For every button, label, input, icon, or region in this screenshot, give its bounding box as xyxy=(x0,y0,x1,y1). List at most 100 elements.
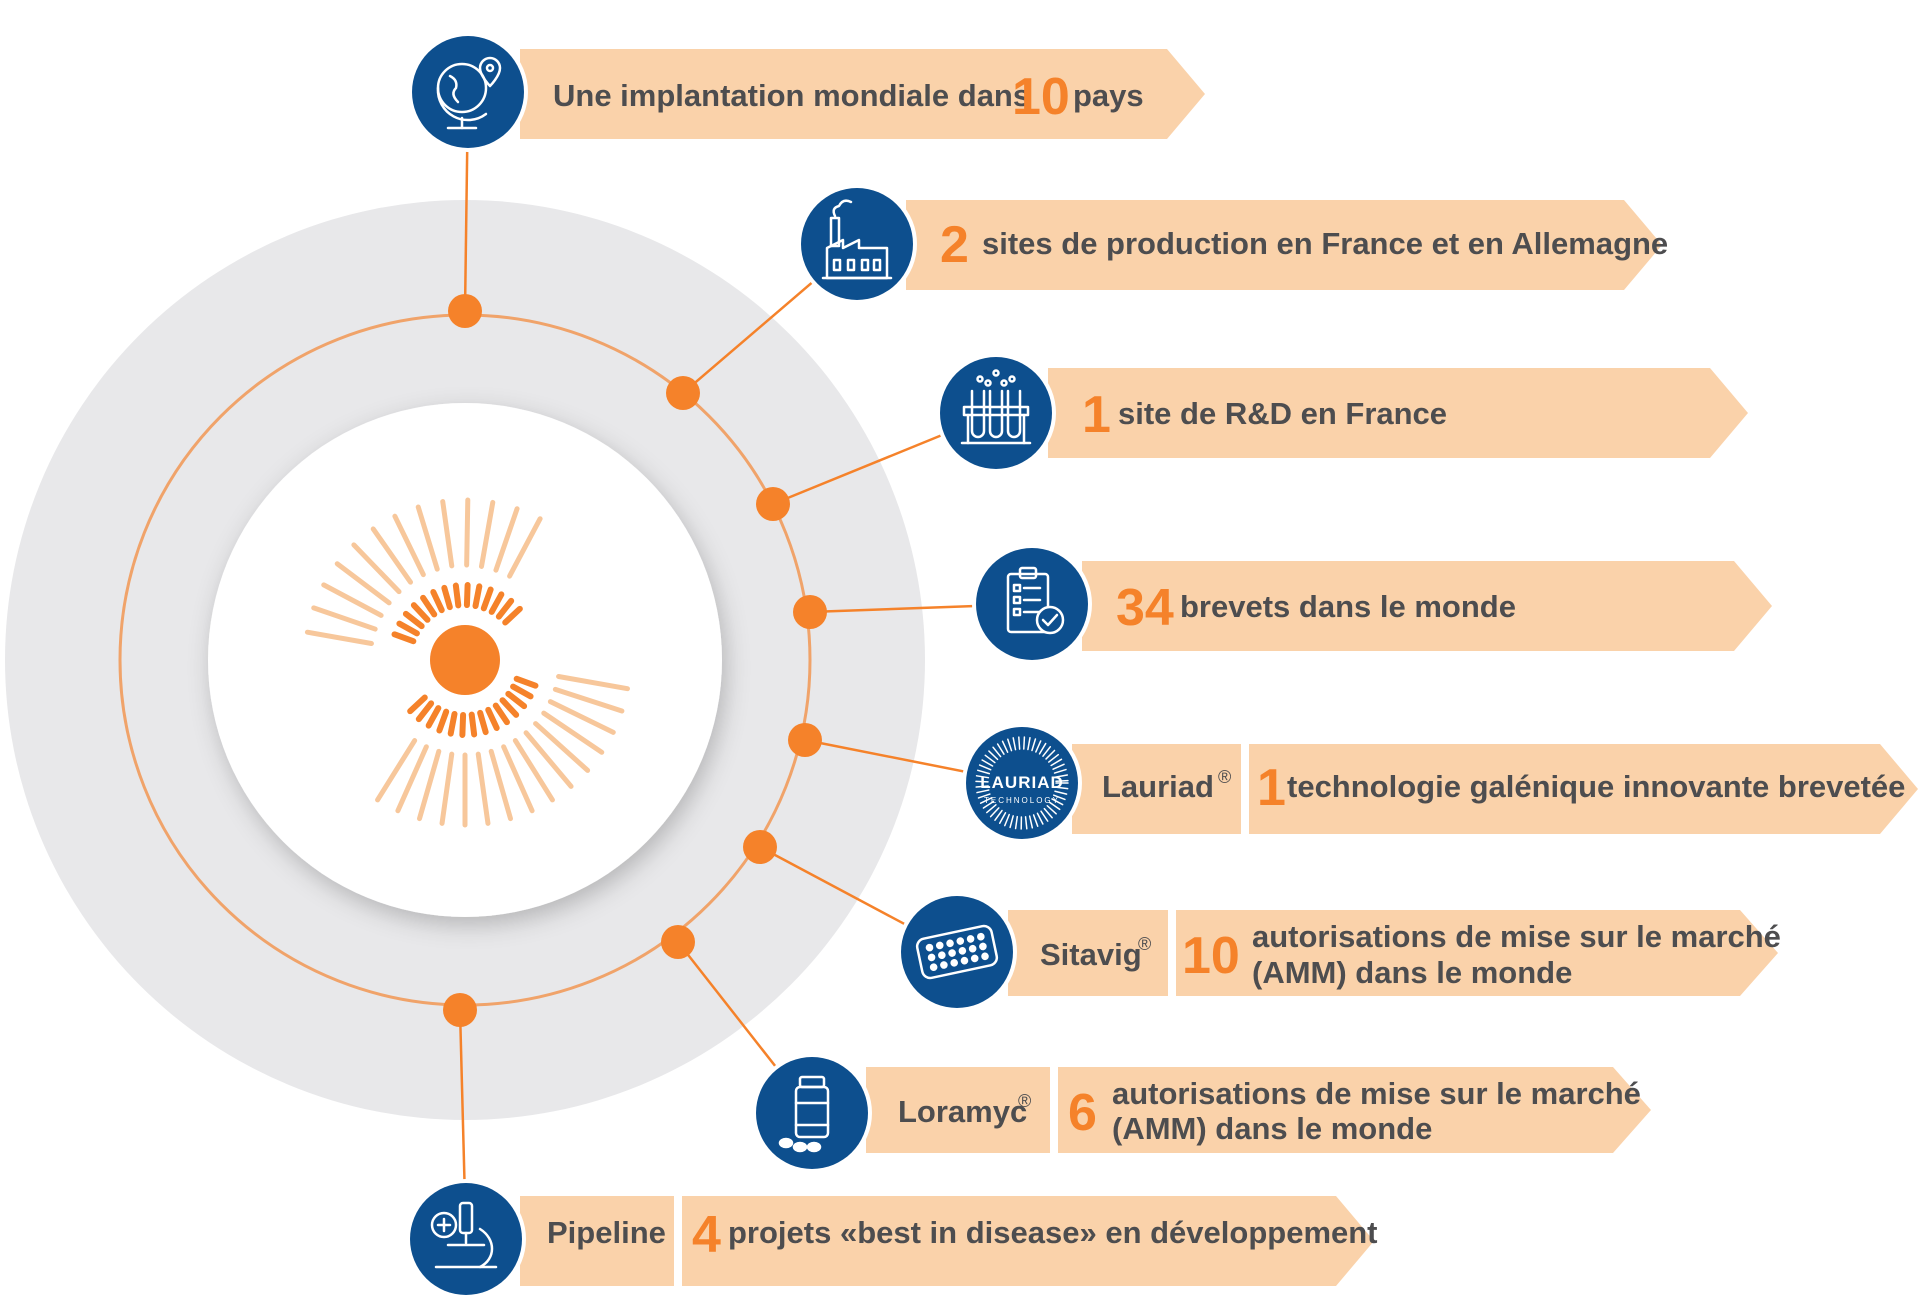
sun-ray xyxy=(436,708,450,734)
item-rnd: 1 site de R&D en France xyxy=(1082,386,1447,444)
item-loramyc: Loramyc ® 6 autorisations de mise sur le… xyxy=(898,1076,1641,1146)
lauriad-reg-mark: ® xyxy=(1218,767,1231,787)
tablet-blister-icon xyxy=(915,924,999,980)
sun-ray xyxy=(440,499,455,569)
pipeline-banner-divider xyxy=(674,1196,682,1286)
sun-ray xyxy=(321,582,384,618)
countries-orbit-dot xyxy=(448,294,482,328)
item-countries: Une implantation mondiale dans 10 pays xyxy=(553,68,1144,126)
countries-label: Une implantation mondiale dans xyxy=(553,78,1030,113)
pipeline-orbit-dot xyxy=(443,993,477,1027)
production-banner xyxy=(906,200,1662,290)
item-lauriad: Lauriad ® 1 technologie galénique innova… xyxy=(1102,759,1905,817)
rnd-banner xyxy=(1048,368,1748,458)
production-icon-disc xyxy=(801,188,913,300)
lauriad-logo: LAURIAD TECHNOLOGY xyxy=(980,773,1064,805)
sun-ray xyxy=(415,504,440,572)
sun-ray xyxy=(396,620,420,637)
loramyc-orbit-dot xyxy=(661,925,695,959)
loramyc-brand: Loramyc xyxy=(898,1094,1027,1129)
item-production: 2 sites de production en France et en Al… xyxy=(940,216,1668,274)
sun-ray xyxy=(452,582,462,609)
sun-ray xyxy=(488,591,505,615)
patents-number: 34 xyxy=(1116,579,1174,637)
sun-ray xyxy=(512,738,555,803)
sun-ray xyxy=(492,702,510,726)
lauriad-logo-icon xyxy=(975,736,1069,830)
sitavig-text-line2: (AMM) dans le monde xyxy=(1252,955,1572,990)
sun-ray xyxy=(472,583,483,610)
sun-ray xyxy=(533,721,591,773)
sun-ray xyxy=(513,675,539,689)
rnd-number: 1 xyxy=(1082,386,1111,444)
sitavig-banner-divider xyxy=(1168,910,1176,996)
pipeline-text: projets «best in disease» en développeme… xyxy=(728,1215,1378,1250)
production-orbit-dot xyxy=(666,376,700,410)
sun-ray xyxy=(499,697,520,718)
loramyc-number: 6 xyxy=(1068,1084,1097,1142)
lauriad-banner xyxy=(1072,744,1918,834)
company-sun-logo xyxy=(304,497,630,828)
factory-icon xyxy=(821,199,893,280)
rnd-icon-disc xyxy=(940,357,1052,469)
sun-ray xyxy=(477,709,489,736)
countries-number: 10 xyxy=(1012,68,1070,126)
test-tubes-icon xyxy=(960,369,1032,445)
sun-ray xyxy=(311,605,378,632)
sun-core xyxy=(430,625,500,695)
sitavig-banner xyxy=(1008,910,1778,996)
sun-ray xyxy=(478,499,496,569)
sitavig-orbit-dot xyxy=(743,830,777,864)
sun-ray xyxy=(488,748,513,822)
sun-ray xyxy=(485,706,500,731)
sun-ray xyxy=(468,711,478,738)
sun-ray xyxy=(510,683,534,700)
globe-pin-icon xyxy=(436,56,502,130)
svg-text:LAURIAD: LAURIAD xyxy=(980,773,1064,792)
sun-ray xyxy=(459,711,467,738)
sun-ray xyxy=(505,690,528,710)
rnd-orbit-dot xyxy=(756,487,790,521)
countries-icon-disc xyxy=(412,36,524,148)
sun-ray xyxy=(430,589,445,614)
banners xyxy=(520,49,1918,1286)
sun-ray xyxy=(410,602,431,623)
lauriad-brand: Lauriad xyxy=(1102,769,1214,804)
sun-ray xyxy=(407,694,428,715)
pipeline-number: 4 xyxy=(692,1206,721,1264)
sun-ray xyxy=(395,744,429,814)
sun-ray xyxy=(370,526,414,585)
pipeline-banner xyxy=(520,1196,1374,1286)
sun-ray xyxy=(391,631,417,645)
sitavig-brand: Sitavig xyxy=(1040,937,1142,972)
sun-ray xyxy=(556,673,630,692)
countries-banner xyxy=(520,49,1205,139)
lauriad-orbit-dot xyxy=(788,723,822,757)
pipeline-brand: Pipeline xyxy=(547,1215,666,1250)
sun-ray xyxy=(502,605,523,626)
sun-ray xyxy=(463,582,471,609)
sun-ray xyxy=(464,497,471,568)
sun-ray xyxy=(420,594,438,618)
sun-ray xyxy=(475,751,491,826)
sun-ray xyxy=(392,513,426,578)
sun-ray xyxy=(507,516,543,579)
loramyc-banner xyxy=(866,1067,1651,1153)
patents-icon-disc xyxy=(976,548,1088,660)
lauriad-number: 1 xyxy=(1257,759,1286,817)
clipboard-check-icon xyxy=(1006,566,1065,635)
lauriad-text: technologie galénique innovante brevetée xyxy=(1287,769,1905,804)
patents-banner xyxy=(1082,561,1772,651)
sun-ray xyxy=(334,561,392,606)
sun-ray xyxy=(552,686,625,714)
loramyc-text-line2: (AMM) dans le monde xyxy=(1112,1111,1432,1146)
loramyc-text-line1: autorisations de mise sur le marché xyxy=(1112,1076,1641,1111)
sitavig-icon-disc xyxy=(901,896,1013,1008)
sun-ray xyxy=(480,586,494,612)
rnd-text: site de R&D en France xyxy=(1118,396,1447,431)
sun-ray xyxy=(447,710,458,737)
production-text: sites de production en France et en Alle… xyxy=(982,226,1668,261)
sun-ray xyxy=(523,730,574,789)
svg-text:TECHNOLOGY: TECHNOLOGY xyxy=(984,796,1060,805)
sun-ray xyxy=(402,610,425,630)
